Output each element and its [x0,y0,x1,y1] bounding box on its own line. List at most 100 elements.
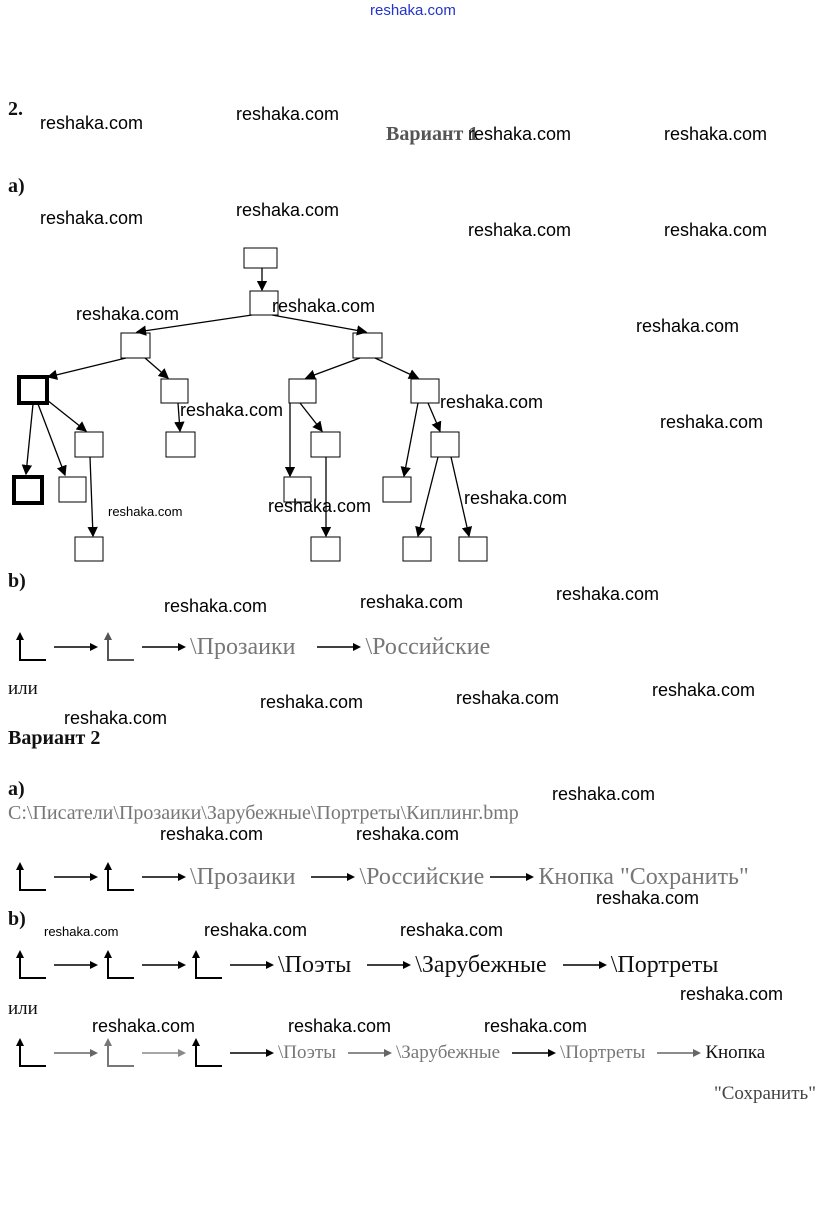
tree-node [458,536,488,562]
path-segment: \Российские [359,863,485,890]
arrow-right-icon [657,1049,702,1057]
watermark: reshaka.com [236,104,340,124]
variant1-or-label: или [8,678,38,699]
level-up-icon [16,632,46,661]
level-up-icon [16,862,46,891]
watermark: reshaka.com [64,708,168,728]
level-up-icon [104,950,134,979]
arrow-right-icon [367,961,412,969]
watermark: reshaka.com [268,496,372,516]
path-segment-continued: "Сохранить" [714,1083,816,1104]
arrow-right-icon [142,643,186,651]
watermark: reshaka.com [360,592,464,612]
variant1-b-path: \Прозаики \Российские [14,630,490,664]
watermark: reshaka.com [552,784,656,804]
variant2-b-path: \Поэты \Зарубежные \Портреты [14,948,718,982]
variant2-title: Вариант 2 [8,727,101,749]
watermark: reshaka.com [440,392,544,412]
arrow-right-icon [230,1049,274,1057]
watermark: reshaka.com [556,584,660,604]
arrow-right-icon [142,873,186,881]
watermark: reshaka.com [40,208,144,228]
path-segment: \Зарубежные [415,951,547,978]
watermark: reshaka.com [356,824,460,844]
watermark: reshaka.com [652,680,756,700]
path-segment: \Зарубежные [395,1042,501,1063]
path-segment: Кнопка [705,1042,766,1063]
tree-node [249,290,279,316]
watermark: reshaka.com [164,596,268,616]
variant1-a-label: а) [8,175,25,197]
tree-node [310,431,341,458]
watermark: reshaka.com [636,316,740,336]
variant1-title: Вариант 1 [386,123,479,145]
watermark: reshaka.com [680,984,784,1004]
level-up-icon [192,950,222,979]
tree-node [410,378,440,404]
tree-node [430,431,460,458]
variant2-or-label: или [8,998,38,1019]
tree-node [74,536,104,562]
watermark: reshaka.com [484,1016,588,1036]
variant2-b-label: b) [8,908,26,930]
tree-node [352,332,383,359]
path-segment: Кнопка "Сохранить" [538,863,749,890]
tree-node-highlighted [17,375,49,405]
level-up-icon [104,862,134,891]
tree-node [165,431,196,458]
level-up-icon [16,950,46,979]
header-link[interactable]: reshaka.com [370,2,456,19]
path-segment: \Портреты [610,951,719,978]
folder-tree-diagram [12,247,488,562]
arrow-right-icon [54,873,98,881]
arrow-right-icon [562,961,607,969]
path-segment: \Прозаики [190,633,296,660]
path-segment: \Поэты [278,1042,336,1063]
watermark: reshaka.com [456,688,560,708]
tree-node [288,378,317,404]
arrow-right-icon [230,961,274,969]
tree-node [402,536,432,562]
watermark: reshaka.com [180,400,284,420]
watermark: reshaka.com [664,124,768,144]
tree-node [120,332,151,359]
watermark: reshaka.com [44,924,119,939]
watermark: reshaka.com [236,200,340,220]
tree-node [58,476,87,503]
level-up-icon [16,1038,46,1067]
watermark: reshaka.com [108,504,183,519]
variant2-a-label: а) [8,778,25,800]
watermark: reshaka.com [596,888,700,908]
arrow-right-icon [142,961,186,969]
watermark: reshaka.com [260,692,364,712]
task-number: 2. [8,98,23,120]
watermark: reshaka.com [160,824,264,844]
watermark: reshaka.com [400,920,504,940]
path-segment: \Портреты [560,1042,646,1063]
tree-node [74,431,104,458]
watermark: reshaka.com [76,304,180,324]
path-segment: \Поэты [278,951,352,978]
tree-node [310,536,341,562]
tree-node [283,476,312,503]
arrow-right-icon [142,1049,186,1057]
watermark: reshaka.com [468,124,572,144]
variant2-a-path: \Прозаики \Российские Кнопка "Сохранить" [14,860,749,894]
arrow-right-icon [490,873,535,881]
watermark: reshaka.com [468,220,572,240]
arrow-right-icon [347,1049,392,1057]
watermark: reshaka.com [288,1016,392,1036]
arrow-right-icon [512,1049,557,1057]
watermark: reshaka.com [272,296,376,316]
arrow-right-icon [54,643,98,651]
watermark: reshaka.com [664,220,768,240]
variant1-b-label: b) [8,570,26,592]
arrow-right-icon [317,643,362,651]
path-segment: \Российские [365,633,491,660]
variant2-full-path: C:\Писатели\Прозаики\Зарубежные\Портреты… [8,802,519,824]
watermark: reshaka.com [660,412,764,432]
watermark: reshaka.com [464,488,568,508]
arrow-right-icon [54,1049,98,1057]
tree-node [382,476,412,503]
